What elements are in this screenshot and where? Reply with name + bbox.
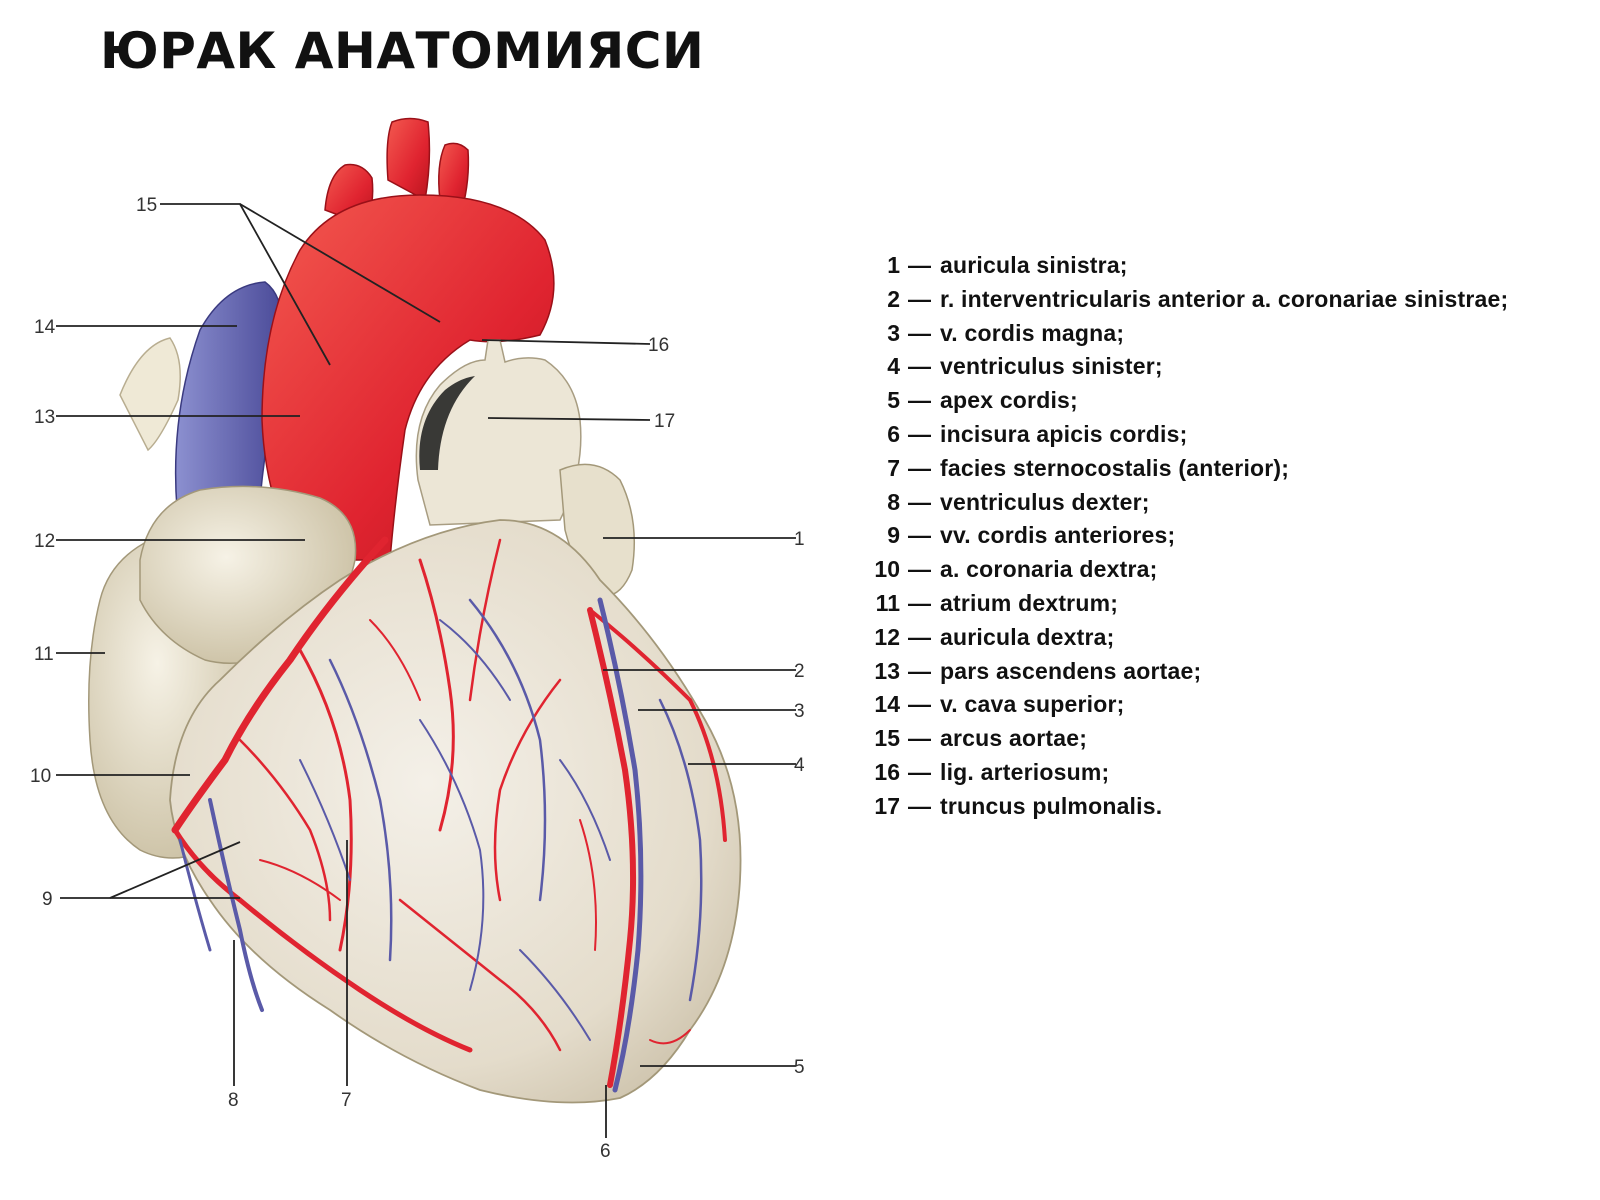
callout-4: 4 <box>794 755 805 776</box>
legend-item: 13 — pars ascendens aortae; <box>872 658 1592 692</box>
legend-item: 7 — facies sternocostalis (anterior); <box>872 455 1592 489</box>
legend-term: auricula dextra; <box>940 623 1115 650</box>
legend-term: arcus aortae; <box>940 725 1088 752</box>
heart-drawing: 1 2 3 4 5 6 7 8 9 10 11 12 13 14 15 16 1… <box>30 117 805 1162</box>
legend-term: lig. arteriosum; <box>940 758 1110 785</box>
callout-11: 11 <box>34 644 54 665</box>
legend-item: 17 — truncus pulmonalis. <box>872 793 1592 827</box>
legend-number: 17 <box>874 792 900 819</box>
legend-item: 15 — arcus aortae; <box>872 725 1592 759</box>
legend-dash: — <box>908 252 931 278</box>
legend-term: ventriculus sinister; <box>940 353 1163 380</box>
legend-number: 2 <box>887 285 900 312</box>
pulmonary-trunk-shadow <box>419 376 475 470</box>
legend-item: 3 — v. cordis magna; <box>872 320 1592 354</box>
legend-number: 9 <box>887 522 900 549</box>
legend-term: v. cava superior; <box>940 691 1125 718</box>
legend-term: auricula sinistra; <box>940 252 1128 278</box>
callout-16: 16 <box>648 335 669 356</box>
legend-item: 9 — vv. cordis anteriores; <box>872 522 1592 556</box>
legend-dash: — <box>908 725 931 752</box>
legend-term: vv. cordis anteriores; <box>940 522 1176 549</box>
legend-number: 7 <box>887 454 900 481</box>
aortic-branch <box>438 142 470 212</box>
callout-8: 8 <box>228 1090 239 1111</box>
legend-dash: — <box>908 522 931 549</box>
brachiocephalic-vessel <box>119 337 181 452</box>
legend-number: 1 <box>887 252 900 278</box>
legend-item: 6 — incisura apicis cordis; <box>872 421 1592 455</box>
legend-item: 4 — ventriculus sinister; <box>872 353 1592 387</box>
legend-dash: — <box>908 556 931 583</box>
callout-2: 2 <box>794 661 805 682</box>
legend-number: 14 <box>874 691 900 718</box>
callout-9: 9 <box>42 889 53 910</box>
legend-dash: — <box>908 623 931 650</box>
coronary-veins <box>178 597 703 1093</box>
legend-item: 1 — auricula sinistra; <box>872 252 1592 286</box>
legend-dash: — <box>908 319 931 346</box>
callout-17: 17 <box>654 411 675 432</box>
legend-number: 4 <box>887 353 900 380</box>
legend: 1 — auricula sinistra; 2 — r. interventricul… <box>872 252 1592 827</box>
aortic-arch <box>261 194 555 561</box>
legend-item: 5 — apex cordis; <box>872 387 1592 421</box>
legend-dash: — <box>908 285 931 312</box>
callout-7: 7 <box>341 1090 352 1111</box>
callout-13: 13 <box>34 407 55 428</box>
legend-term: apex cordis; <box>940 387 1078 414</box>
page-title: ЮРАК АНАТОМИЯСИ <box>100 22 705 80</box>
legend-number: 12 <box>874 623 900 650</box>
legend-number: 16 <box>874 758 900 785</box>
heart-illustration: 1 2 3 4 5 6 7 8 9 10 11 12 13 14 15 16 1… <box>30 117 805 1162</box>
legend-number: 11 <box>875 589 900 616</box>
callout-14: 14 <box>34 317 56 338</box>
legend-item: 14 — v. cava superior; <box>872 691 1592 725</box>
legend-number: 13 <box>874 657 900 684</box>
legend-dash: — <box>908 792 931 819</box>
callout-15: 15 <box>136 195 157 216</box>
coronary-arteries <box>171 536 727 1088</box>
legend-dash: — <box>908 387 931 414</box>
legend-item: 8 — ventriculus dexter; <box>872 489 1592 523</box>
legend-term: a. coronaria dextra; <box>940 556 1158 583</box>
legend-number: 10 <box>874 556 900 583</box>
legend-number: 8 <box>887 488 900 515</box>
legend-number: 3 <box>887 319 900 346</box>
callout-3: 3 <box>794 701 805 722</box>
legend-dash: — <box>908 589 931 616</box>
legend-term: facies sternocostalis (anterior); <box>940 454 1290 481</box>
legend-item: 10 — a. coronaria dextra; <box>872 556 1592 590</box>
legend-number: 6 <box>887 420 900 447</box>
legend-dash: — <box>908 758 931 785</box>
legend-item: 12 — auricula dextra; <box>872 624 1592 658</box>
legend-dash: — <box>908 488 931 515</box>
leader-lines <box>56 203 796 1138</box>
aortic-branch <box>386 117 431 202</box>
legend-number: 15 <box>874 725 900 752</box>
legend-dash: — <box>908 691 931 718</box>
callout-1: 1 <box>794 529 805 550</box>
legend-term: pars ascendens aortae; <box>940 657 1202 684</box>
legend-dash: — <box>908 454 931 481</box>
legend-dash: — <box>908 420 931 447</box>
callout-10: 10 <box>30 766 51 787</box>
callout-6: 6 <box>600 1141 611 1162</box>
legend-term: r. interventricularis anterior a. corona… <box>940 285 1509 312</box>
legend-term: ventriculus dexter; <box>940 488 1150 515</box>
legend-item: 11 — atrium dextrum; <box>872 590 1592 624</box>
legend-number: 5 <box>887 387 900 414</box>
legend-term: atrium dextrum; <box>940 589 1119 616</box>
legend-item: 16 — lig. arteriosum; <box>872 759 1592 793</box>
legend-dash: — <box>908 353 931 380</box>
legend-dash: — <box>908 657 931 684</box>
legend-term: incisura apicis cordis; <box>940 420 1188 447</box>
callout-5: 5 <box>794 1057 805 1078</box>
callout-12: 12 <box>34 531 55 552</box>
legend-term: truncus pulmonalis. <box>940 792 1163 819</box>
legend-term: v. cordis magna; <box>940 319 1125 346</box>
legend-item: 2 — r. interventricularis anterior a. coro… <box>872 286 1592 320</box>
